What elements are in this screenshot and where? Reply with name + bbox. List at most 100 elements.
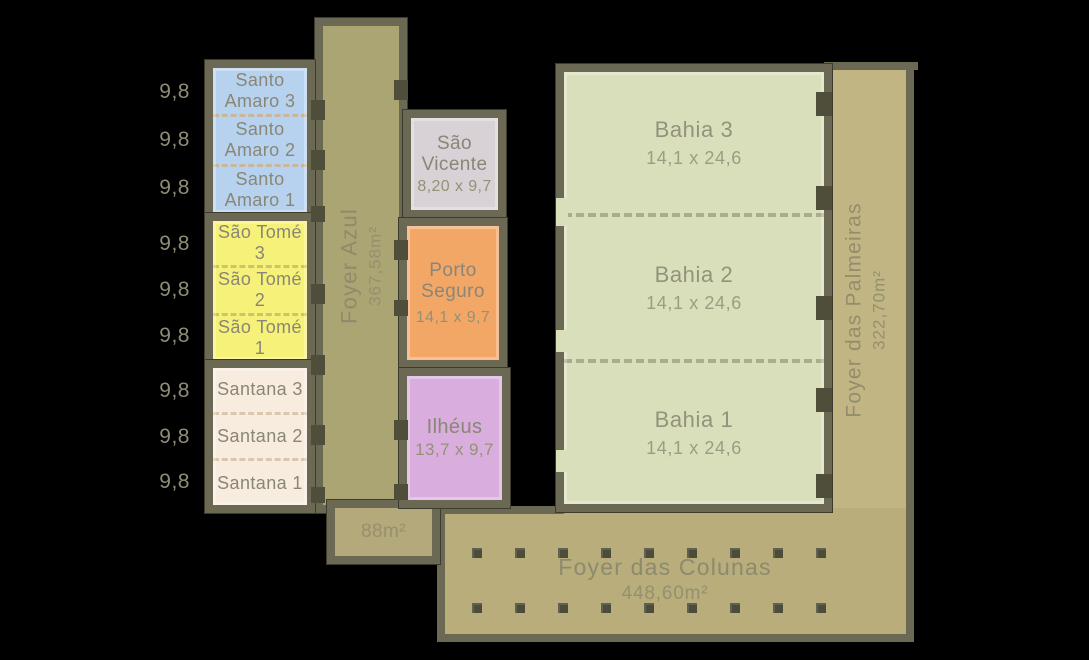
room-name: Santo	[235, 70, 285, 91]
room-name: São Tomé	[218, 222, 302, 243]
room-bahia-2: Bahia 2 14,1 x 24,6	[564, 213, 824, 359]
door-opening	[311, 284, 325, 304]
column	[472, 603, 482, 613]
room-name: Santo	[235, 119, 285, 140]
room-ilheus: Ilhéus 13,7 x 9,7	[399, 368, 510, 508]
column	[644, 548, 654, 558]
foyer-das-colunas-area	[445, 508, 906, 634]
door-opening	[816, 296, 832, 320]
room-name: Santana 3	[217, 379, 303, 400]
door-opening	[556, 450, 568, 472]
room-area-label: 88m²	[361, 521, 406, 542]
room-group-santo-amaro: Santo Amaro 3 Santo Amaro 2 Santo Amaro …	[205, 60, 315, 221]
room-bahia-3: Bahia 3 14,1 x 24,6	[564, 72, 824, 214]
column	[816, 548, 826, 558]
dimension-label: 9,8	[159, 128, 190, 151]
wall-segment	[824, 62, 918, 70]
column	[687, 548, 697, 558]
wall-segment	[906, 62, 914, 642]
room-santana-1: Santana 1	[213, 458, 307, 506]
room-group-bahia: Bahia 3 14,1 x 24,6 Bahia 2 14,1 x 24,6 …	[556, 64, 832, 512]
door-opening	[311, 206, 325, 222]
room-name: 2	[254, 290, 266, 311]
room-name: Bahia 2	[654, 261, 734, 287]
dimension-label: 9,8	[159, 232, 190, 255]
column	[687, 603, 697, 613]
foyer-area: 367,58m²	[365, 226, 385, 306]
door-opening	[311, 355, 325, 375]
room-sao-tome-1: São Tomé 1	[213, 312, 307, 360]
column	[601, 548, 611, 558]
room-88m2: 88m²	[327, 500, 440, 564]
room-name: Seguro	[421, 280, 485, 302]
column	[601, 603, 611, 613]
dimension-label: 9,8	[159, 425, 190, 448]
column	[730, 548, 740, 558]
room-sao-tome-2: São Tomé 2	[213, 265, 307, 313]
door-opening	[394, 420, 408, 440]
column	[558, 603, 568, 613]
room-name: 1	[254, 337, 266, 358]
door-opening	[556, 330, 568, 352]
room-dimensions: 13,7 x 9,7	[415, 440, 494, 459]
room-name: 3	[254, 243, 266, 264]
dimension-label: 9,8	[159, 324, 190, 347]
door-opening	[394, 240, 408, 260]
door-opening	[394, 484, 408, 500]
door-opening	[816, 474, 832, 498]
door-opening	[311, 150, 325, 170]
room-name: Santana 1	[217, 472, 303, 493]
door-opening	[394, 80, 408, 100]
room-name: Santo	[235, 168, 285, 189]
column	[515, 548, 525, 558]
room-sao-tome-3: São Tomé 3	[213, 221, 307, 266]
column	[472, 548, 482, 558]
room-sao-vicente: São Vicente 8,20 x 9,7	[403, 110, 506, 218]
door-opening	[556, 198, 568, 226]
room-dimensions: 14,1 x 24,6	[646, 147, 742, 168]
column	[730, 603, 740, 613]
room-group-sao-tome: São Tomé 3 São Tomé 2 São Tomé 1	[205, 213, 315, 368]
room-name: Bahia 1	[654, 407, 734, 433]
column	[515, 603, 525, 613]
door-opening	[816, 388, 832, 412]
wall-segment	[437, 634, 914, 642]
foyer-das-colunas-label: Foyer das Colunas 448,60m²	[435, 554, 895, 605]
column	[558, 548, 568, 558]
room-dimensions: 14,1 x 24,6	[646, 438, 742, 459]
room-name: São Tomé	[218, 316, 302, 337]
door-opening	[816, 186, 832, 210]
column	[773, 603, 783, 613]
room-name: Amaro 1	[224, 189, 296, 210]
room-name: Amaro 3	[224, 91, 296, 112]
column	[773, 548, 783, 558]
room-group-santana: Santana 3 Santana 2 Santana 1	[205, 360, 315, 513]
room-name: São Tomé	[218, 269, 302, 290]
room-name: Amaro 2	[224, 140, 296, 161]
door-opening	[816, 92, 832, 116]
room-name: Vicente	[421, 153, 488, 175]
room-dimensions: 8,20 x 9,7	[417, 177, 492, 195]
foyer-azul-label: Foyer Azul 367,58m²	[337, 208, 386, 324]
foyer-area: 322,70m²	[869, 270, 889, 350]
door-opening	[311, 100, 325, 120]
room-name: Santana 2	[217, 426, 303, 446]
room-name: Ilhéus	[426, 416, 483, 438]
dimension-label: 9,8	[159, 176, 190, 199]
room-santana-3: Santana 3	[213, 368, 307, 412]
dimension-label: 9,8	[159, 470, 190, 493]
room-bahia-1: Bahia 1 14,1 x 24,6	[564, 358, 824, 504]
room-name: Bahia 3	[654, 116, 734, 142]
room-santana-2: Santana 2	[213, 411, 307, 459]
room-santo-amaro-1: Santo Amaro 1	[213, 163, 307, 213]
room-name: Porto	[429, 259, 477, 281]
room-name: São	[436, 132, 472, 154]
room-dimensions: 14,1 x 9,7	[415, 308, 491, 326]
wall-segment	[437, 506, 445, 642]
dimension-label: 9,8	[159, 278, 190, 301]
wall-segment	[437, 506, 564, 514]
door-opening	[311, 425, 325, 445]
dimension-label: 9,8	[159, 80, 190, 103]
column	[644, 603, 654, 613]
